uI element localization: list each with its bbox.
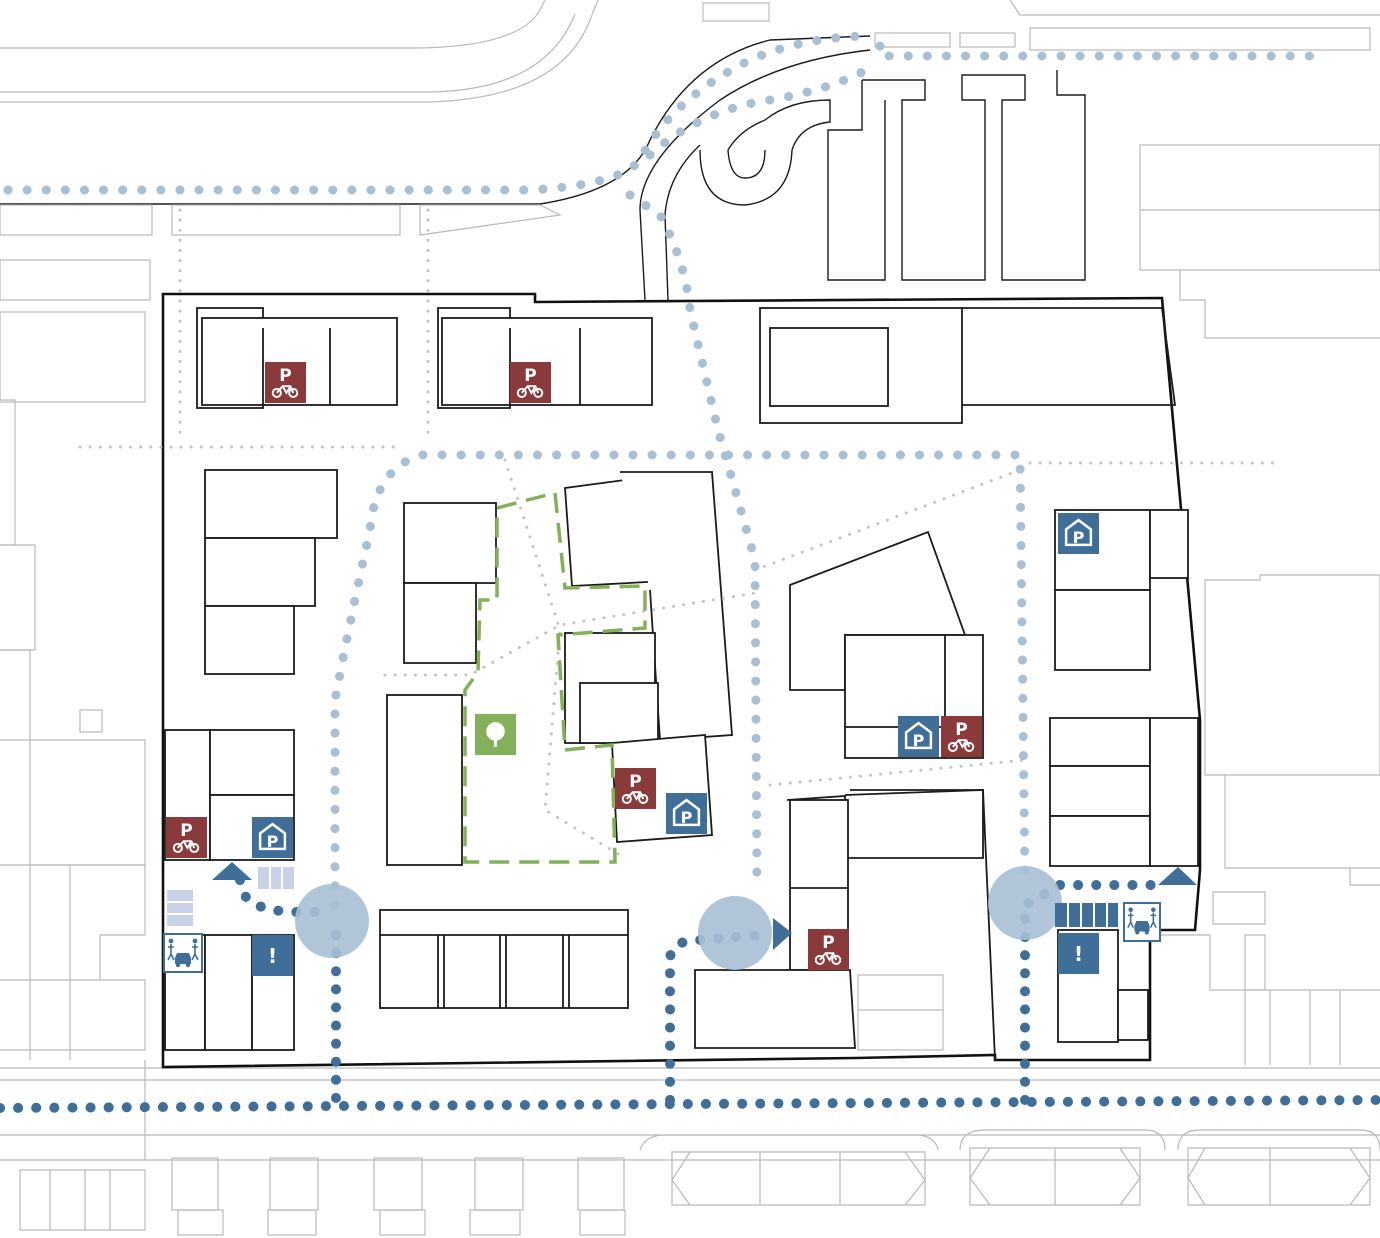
bike-rack-icon	[167, 867, 1118, 927]
transfer-node-east	[988, 866, 1062, 940]
svg-text:P: P	[267, 832, 279, 851]
bike-parking-icon: P	[808, 929, 849, 970]
direction-arrows	[212, 862, 1197, 950]
bike-parking-icon: P	[510, 362, 551, 403]
transfer-nodes	[295, 866, 1062, 970]
svg-text:P: P	[524, 366, 536, 386]
parking-garage-icon: P	[252, 817, 293, 858]
svg-text:P: P	[629, 772, 641, 792]
arrow-right-center	[773, 918, 792, 950]
svg-text:!: !	[268, 944, 277, 968]
parking-garage-icon: P	[1058, 513, 1099, 554]
bike-parking-icon: P	[615, 768, 656, 809]
shared-mobility-icon	[163, 902, 1161, 973]
information-icon: !	[252, 935, 293, 976]
svg-text:P: P	[279, 366, 291, 386]
bike-parking-icon: P	[265, 362, 306, 403]
park-boundary	[463, 490, 647, 864]
information-icon: !	[1058, 933, 1099, 974]
map-icons: P P P P P P P P P P!!	[166, 362, 1099, 976]
svg-text:P: P	[1073, 528, 1085, 547]
bottom-houses	[19, 1129, 1380, 1236]
transfer-node-center	[698, 896, 772, 970]
svg-text:P: P	[681, 808, 693, 827]
svg-text:!: !	[1074, 942, 1083, 966]
svg-text:P: P	[913, 731, 925, 750]
svg-text:P: P	[822, 933, 834, 953]
tree-icon	[475, 714, 516, 755]
transfer-node-west	[295, 884, 369, 958]
svg-text:P: P	[180, 821, 192, 841]
svg-text:P: P	[955, 720, 967, 740]
arrow-up-west	[212, 862, 252, 880]
arrow-up-east	[1158, 867, 1197, 885]
parking-garage-icon: P	[898, 716, 939, 757]
bike-parking-icon: P	[941, 716, 982, 757]
bike-parking-icon: P	[166, 817, 207, 858]
footpath-network	[78, 208, 1282, 857]
parking-garage-icon: P	[666, 793, 707, 834]
